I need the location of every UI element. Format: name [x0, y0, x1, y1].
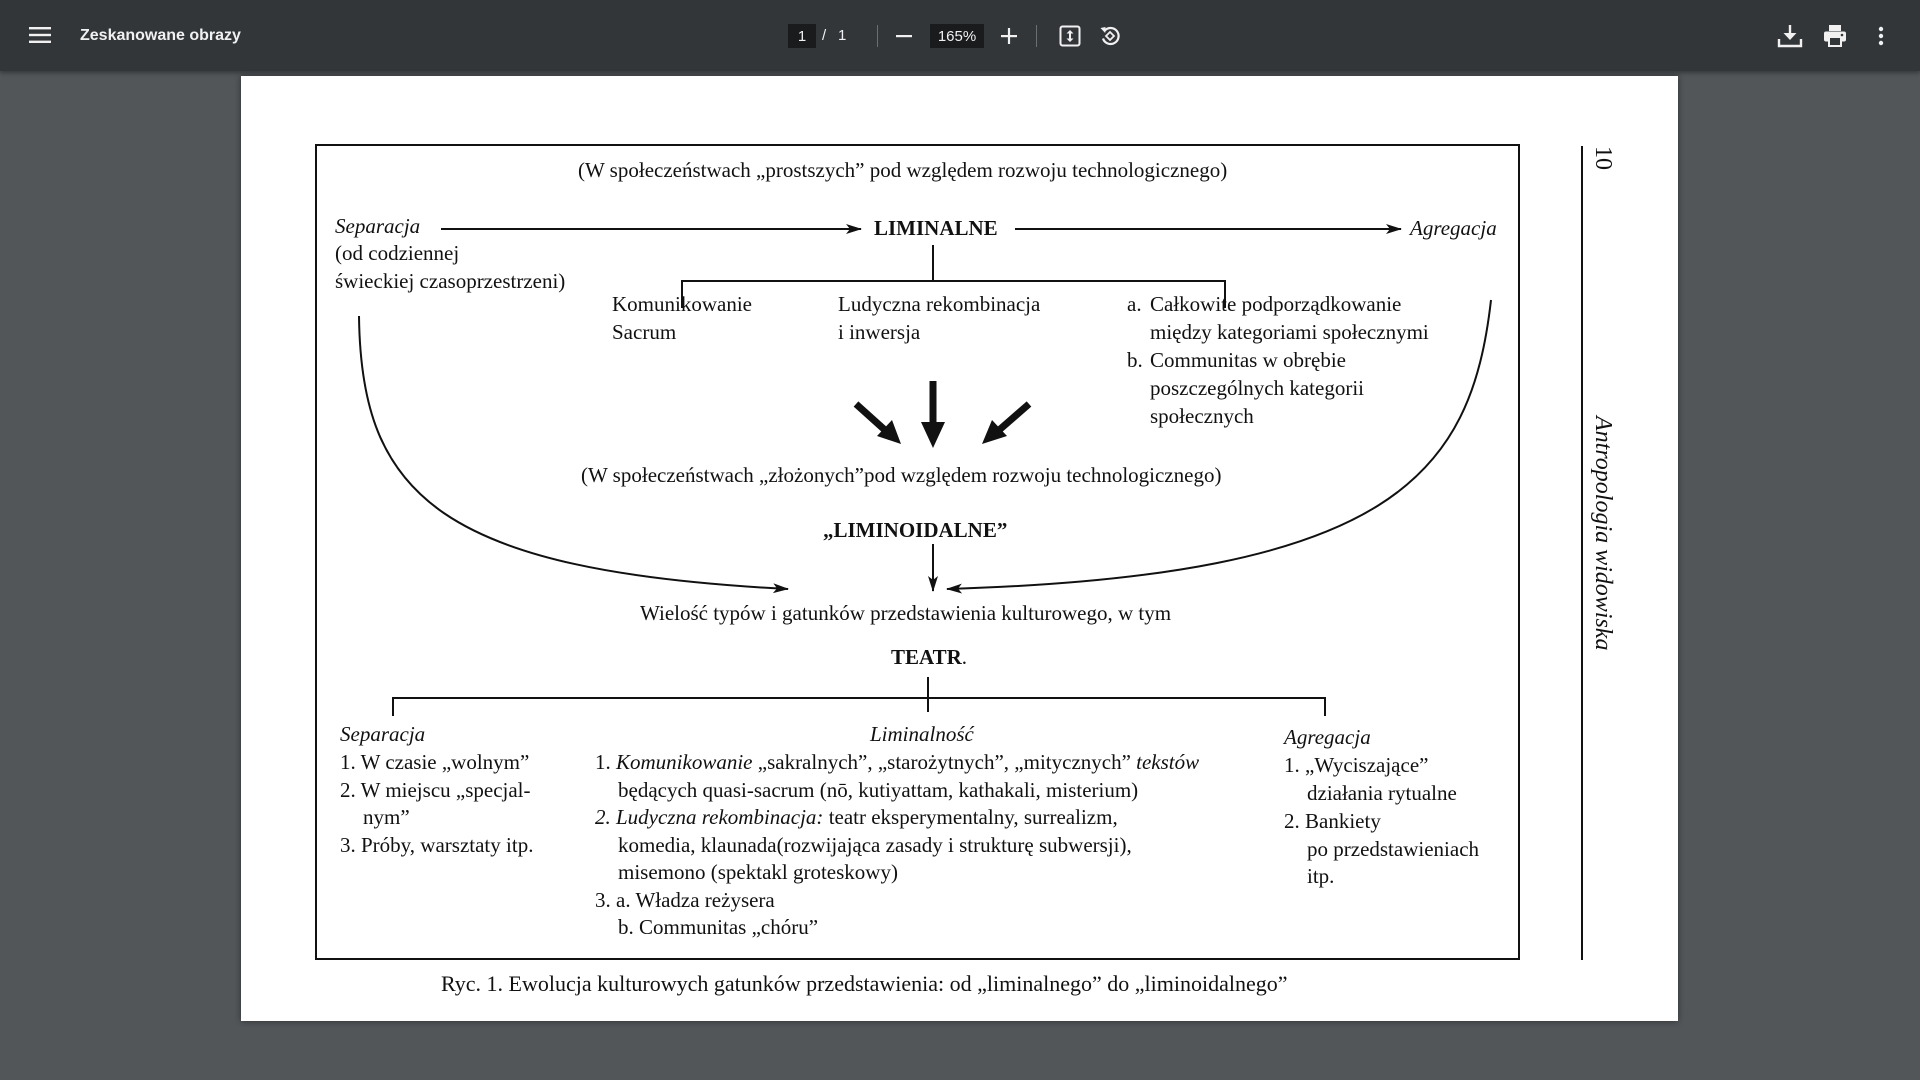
pdf-page: (W społeczeństwach „prostszych” pod wzgl…: [241, 76, 1678, 1021]
figure-caption: Ryc. 1. Ewolucja kulturowych gatunków pr…: [441, 971, 1288, 996]
liminalne-bracket: [681, 245, 1226, 308]
branch-3-b-line-3: społecznych: [1150, 404, 1254, 428]
toolbar-divider: [877, 25, 878, 47]
document-title: Zeskanowane obrazy: [80, 27, 241, 44]
menu-icon[interactable]: [20, 15, 60, 55]
separacja-top: Separacja: [335, 214, 421, 238]
page-separator: /: [822, 27, 827, 44]
separacja-desc-2: świeckiej czasoprzestrzeni): [335, 269, 566, 293]
agregacja-top: Agregacja: [1410, 216, 1497, 240]
list-item-continuation: nym”: [363, 805, 410, 829]
pdf-toolbar: Zeskanowane obrazy / 1: [0, 0, 1920, 71]
heavy-arrows: [853, 381, 1032, 448]
list-item: 1. Komunikowanie „sakralnych”, „starożyt…: [595, 750, 1200, 774]
curve-left: [358, 315, 789, 594]
download-icon[interactable]: [1770, 16, 1810, 56]
teatr-label: TEATR.: [891, 645, 968, 669]
bottom-right-heading: Agregacja: [1284, 725, 1371, 749]
list-item-continuation: komedia, klaunada(rozwijająca zasady i s…: [618, 833, 1132, 857]
margin-rule: [1581, 146, 1583, 960]
list-item: 2. W miejscu „specjal-: [340, 778, 531, 802]
top-caption: (W społeczeństwach „prostszych” pod wzgl…: [578, 158, 1228, 182]
page-number-input[interactable]: [788, 24, 816, 48]
more-icon[interactable]: [1861, 16, 1901, 56]
wielosc-label: Wielość typów i gatunków przedstawienia …: [640, 601, 1172, 625]
page-number: 10: [1590, 146, 1616, 170]
list-item: 3. a. Władza reżysera: [595, 888, 775, 912]
list-item: 3. Próby, warsztaty itp.: [340, 833, 534, 857]
branch-3-marker-b: b.: [1127, 348, 1143, 372]
list-item: 1. „Wyciszające”: [1284, 753, 1429, 777]
list-item-continuation: działania rytualne: [1307, 781, 1457, 805]
print-icon[interactable]: [1815, 16, 1855, 56]
list-item: 2. Bankiety: [1284, 809, 1381, 833]
branch-2-line-2: i inwersja: [838, 320, 921, 344]
list-item-continuation: b. Communitas „chóru”: [618, 915, 819, 939]
curve-right: [946, 299, 1492, 594]
branch-3-b-line-2: poszczególnych kategorii: [1150, 376, 1364, 400]
branch-1-line-2: Sacrum: [612, 320, 677, 344]
liminalne-label: LIMINALNE: [874, 216, 998, 240]
diagram-connectors: [358, 224, 1492, 716]
bottom-middle-heading: Liminalność: [870, 722, 974, 746]
zoom-out-icon[interactable]: [884, 16, 924, 56]
list-item: 2. Ludyczna rekombinacja: teatr eksperym…: [595, 805, 1118, 829]
liminoidalne-label: „LIMINOIDALNE”: [823, 518, 1008, 542]
list-item: 1. W czasie „wolnym”: [340, 750, 530, 774]
branch-3-marker-a: a.: [1127, 292, 1142, 316]
teatr-bracket: [392, 677, 1326, 716]
branch-3-a-line-1: Całkowite podporządkowanie: [1150, 292, 1402, 316]
zoom-in-icon[interactable]: [989, 16, 1029, 56]
middle-caption: (W społeczeństwach „złożonych”pod względ…: [581, 463, 1222, 487]
fit-page-icon[interactable]: [1050, 16, 1090, 56]
branch-1-line-1: Komunikowanie: [612, 292, 752, 316]
figure-frame: [315, 144, 1520, 960]
list-item-continuation: po przedstawieniach: [1307, 837, 1480, 861]
bottom-left-heading: Separacja: [340, 722, 426, 746]
branch-3-b-line-1: Communitas w obrębie: [1150, 348, 1346, 372]
total-pages: 1: [838, 27, 847, 44]
list-item-continuation: będących quasi-sacrum (nō, kutiyattam, k…: [618, 778, 1139, 802]
list-item-continuation: misemono (spektakl groteskowy): [618, 860, 898, 884]
zoom-level-input[interactable]: [930, 24, 984, 48]
list-item-continuation: itp.: [1307, 864, 1335, 888]
branch-3-a-line-2: między kategoriami społecznymi: [1150, 320, 1429, 344]
toolbar-divider: [1036, 25, 1037, 47]
running-head: Antropologia widowiska: [1590, 416, 1616, 651]
branch-2-line-1: Ludyczna rekombinacja: [838, 292, 1041, 316]
separacja-desc-1: (od codziennej: [335, 241, 460, 265]
rotate-icon[interactable]: [1090, 16, 1130, 56]
